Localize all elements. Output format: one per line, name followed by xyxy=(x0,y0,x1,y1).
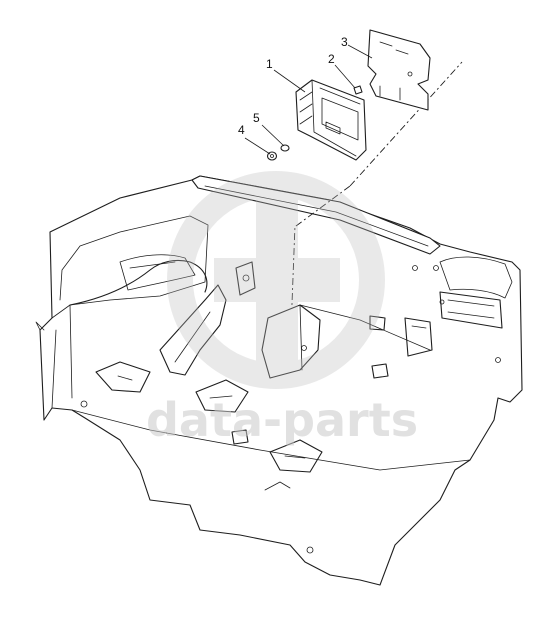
fasteners xyxy=(266,144,290,161)
clip xyxy=(353,85,363,95)
callout-2: 2 xyxy=(328,52,335,66)
callout-1: 1 xyxy=(266,57,273,71)
watermark-text: data-parts xyxy=(146,393,418,447)
watermark-logo xyxy=(167,171,385,389)
control-unit xyxy=(295,79,367,161)
leader-lines xyxy=(244,44,373,155)
callout-3: 3 xyxy=(341,35,348,49)
floor-panel xyxy=(35,61,523,586)
callout-4: 4 xyxy=(238,123,245,137)
bracket-plate xyxy=(367,29,431,111)
callout-5: 5 xyxy=(253,111,260,125)
